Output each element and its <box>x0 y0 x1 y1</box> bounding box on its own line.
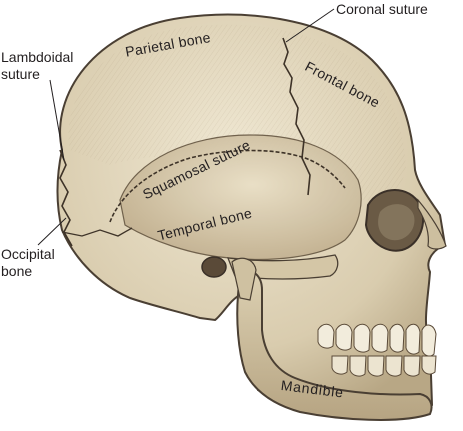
lower-teeth <box>331 355 437 377</box>
lambdoidal-leader <box>49 79 65 161</box>
occipital-bone-label-line1: Occipital <box>1 246 55 262</box>
coronal-suture-line <box>282 37 311 196</box>
occipital-bone-label-line2: bone <box>1 263 33 279</box>
squamosal-suture-line <box>109 149 346 223</box>
temporal-region <box>119 134 362 261</box>
ear-opening <box>201 256 227 278</box>
mandible-shape <box>236 268 433 421</box>
lambdoidal-suture-line <box>59 149 73 247</box>
occipital-leader <box>37 217 67 246</box>
occipital-suture-line <box>61 227 133 237</box>
nasal-bone <box>417 198 447 250</box>
upper-teeth <box>317 323 437 357</box>
coronal-leader <box>285 8 335 43</box>
lambdoidal-suture-label-line2: suture <box>1 66 40 82</box>
lambdoidal-suture-label-line1: Lambdoidal <box>1 49 74 65</box>
coronal-suture-label: Coronal suture <box>336 1 428 17</box>
